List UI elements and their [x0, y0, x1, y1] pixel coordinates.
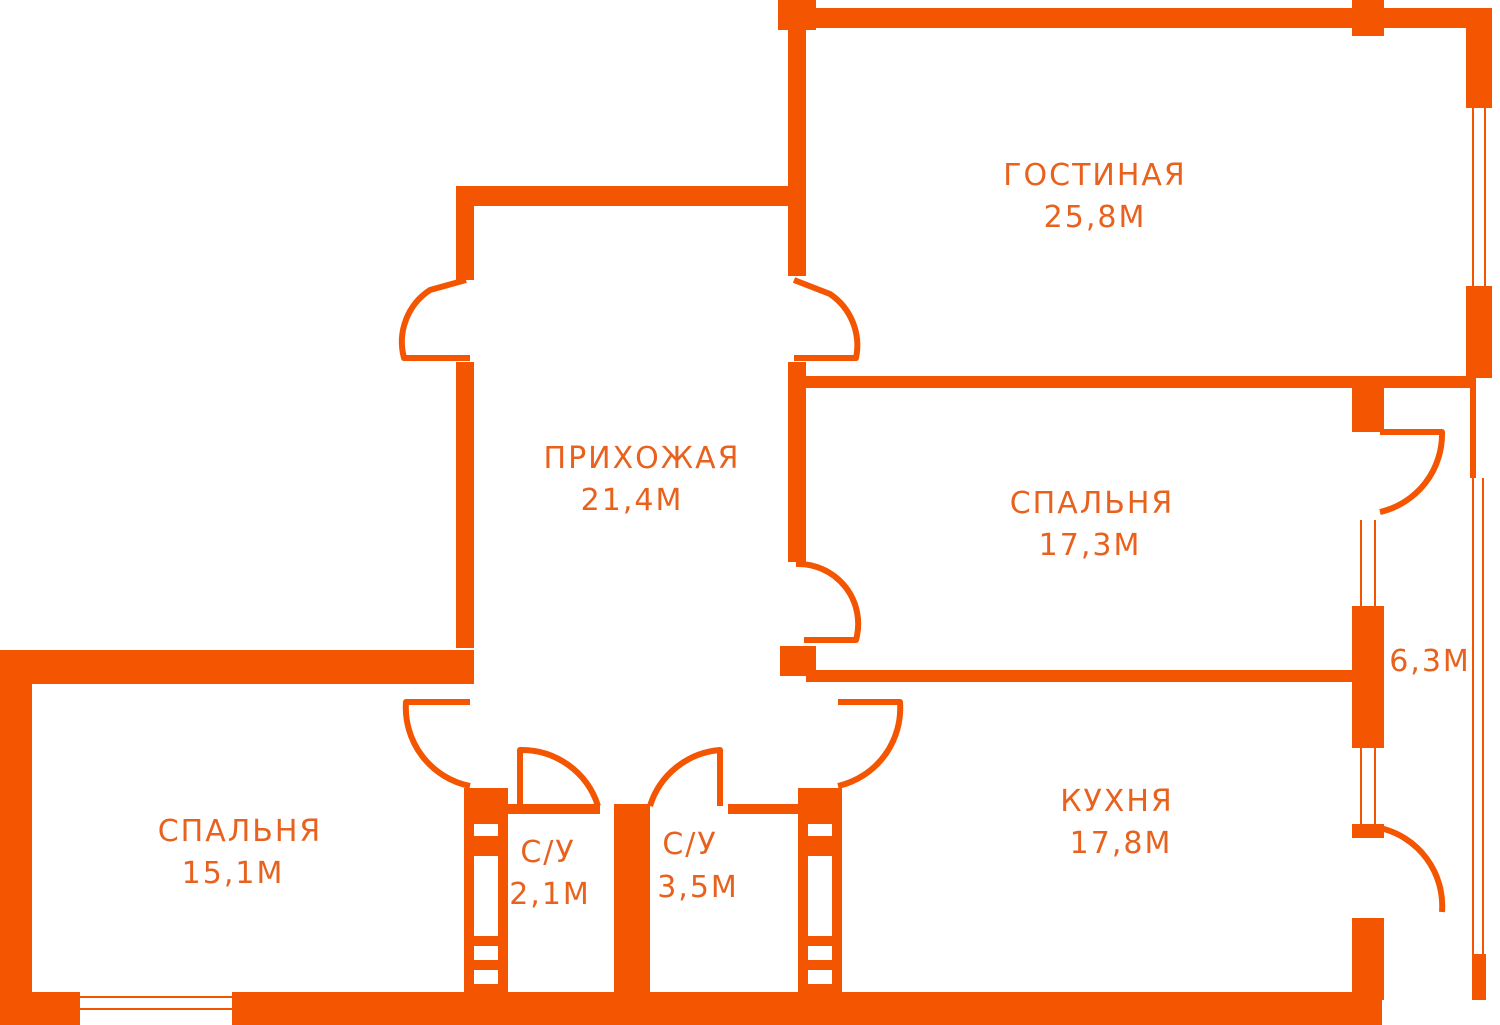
hall-name: ПРИХОЖАЯ: [544, 441, 741, 476]
room-labels: ГОСТИНАЯ 25,8М ПРИХОЖАЯ 21,4М СПАЛЬНЯ 17…: [158, 158, 1471, 912]
loggia-area: 6,3М: [1389, 644, 1471, 679]
kitchen-area: 17,8М: [1070, 826, 1173, 861]
wc-large-area: 3,5М: [657, 870, 739, 905]
kitchen-name: КУХНЯ: [1060, 784, 1174, 819]
bedroom-right-area: 17,3М: [1039, 528, 1142, 563]
wc-small-area: 2,1М: [509, 877, 591, 912]
wc-small-name: С/У: [520, 835, 575, 870]
duct-ladders: [474, 824, 832, 984]
bedroom-left-area: 15,1М: [182, 856, 285, 891]
living-room-area: 25,8М: [1044, 200, 1147, 235]
bedroom-right-name: СПАЛЬНЯ: [1010, 486, 1175, 521]
bedroom-left-name: СПАЛЬНЯ: [158, 814, 323, 849]
living-room-name: ГОСТИНАЯ: [1003, 158, 1187, 193]
hall-area: 21,4М: [581, 483, 684, 518]
wc-large-name: С/У: [662, 827, 717, 862]
door-swings: [398, 277, 1446, 913]
